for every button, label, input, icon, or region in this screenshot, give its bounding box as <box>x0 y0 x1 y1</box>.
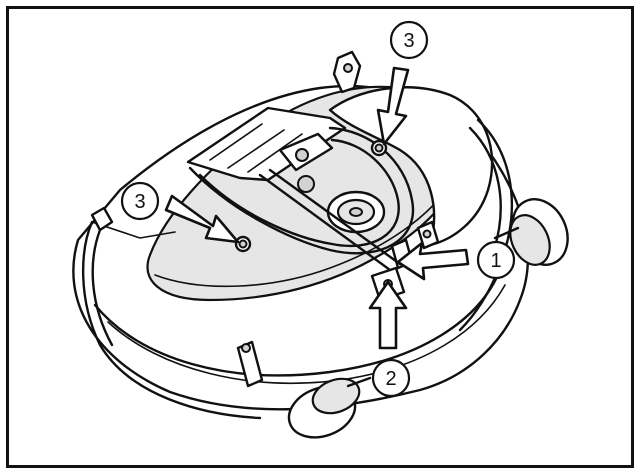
height-adjust-hardware <box>258 168 440 302</box>
belt-cover <box>328 86 494 247</box>
left-bumper-frame-inner <box>91 228 114 347</box>
anti-scalp-wheel-bottom <box>287 376 372 439</box>
callout-2: 2 <box>371 358 411 398</box>
svg-text:2: 2 <box>385 368 396 390</box>
deck-rim-band <box>93 268 502 377</box>
callout-3-left: 3 <box>120 181 160 221</box>
hanger-bolt <box>343 63 353 73</box>
callout-1: 1 <box>476 240 516 280</box>
left-lift-arm <box>91 221 176 239</box>
left-lift-bracket <box>90 206 114 232</box>
center-hub <box>297 175 315 193</box>
pivot-bolt <box>295 148 309 162</box>
spindle-pulley <box>326 190 386 234</box>
callout-3-top: 3 <box>389 20 429 60</box>
lift-frame-plate <box>186 106 347 182</box>
arrow-callout-2 <box>368 280 408 350</box>
lift-frame-slots <box>209 123 303 173</box>
lift-handle-loop-inner <box>198 138 400 248</box>
svg-text:3: 3 <box>403 30 414 52</box>
arrow-callout-3-top <box>376 66 410 146</box>
arrow-callout-3-left <box>164 194 240 244</box>
left-bumper-frame <box>82 220 262 420</box>
svg-text:3: 3 <box>134 191 145 213</box>
anti-scalp-wheel-right <box>493 198 569 266</box>
svg-text:1: 1 <box>490 250 501 272</box>
arrow-callout-1 <box>396 241 470 281</box>
front-bumper-bar-inner <box>468 126 502 252</box>
